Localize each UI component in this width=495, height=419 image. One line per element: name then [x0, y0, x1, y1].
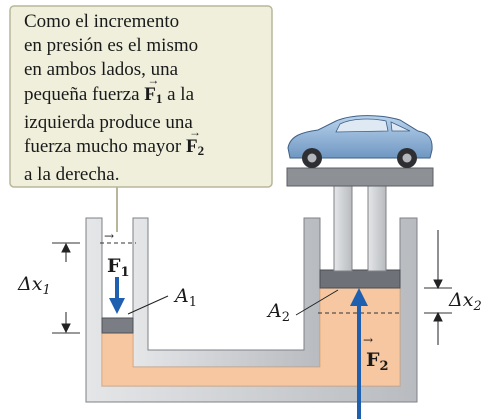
- force2-arrow: [350, 288, 368, 419]
- piston-rod-right: [367, 184, 387, 272]
- area1-leader: [127, 295, 169, 315]
- large-piston: [319, 269, 401, 289]
- delta-x2-dimension: [433, 230, 443, 345]
- large-piston-assembly: [286, 167, 434, 289]
- area2-label: A2: [266, 300, 290, 325]
- delta-x1-dimension: [61, 242, 71, 334]
- callout-line-7: a la derecha.: [24, 164, 120, 186]
- piston-rod-left: [333, 184, 353, 272]
- callout-line-4b: a la: [167, 83, 195, 105]
- car-platform: [286, 167, 434, 187]
- callout-line-5: izquierda produce una: [24, 111, 193, 133]
- svg-text:→: →: [104, 229, 114, 243]
- svg-text:F2: F2: [366, 349, 389, 374]
- vessel-inner-divider: [132, 217, 321, 368]
- area1-label: A1: [173, 285, 197, 310]
- callout-force2-symbol: →F2: [185, 125, 205, 159]
- area2-leader: [295, 289, 339, 316]
- dx1-label: Δx1: [17, 273, 51, 298]
- callout-line-4: pequeña fuerza →F1 a la: [24, 72, 264, 111]
- svg-text:→: →: [363, 333, 373, 347]
- car-icon: [287, 115, 433, 168]
- callout-line-4a: pequeña fuerza: [24, 83, 140, 105]
- callout-line-6: fuerza mucho mayor →F2: [24, 125, 264, 163]
- callout-line-2: en presión es el mismo: [24, 35, 199, 57]
- callout-text: Como el incremento en presión es el mism…: [24, 10, 264, 187]
- force1-arrow: [109, 277, 125, 314]
- callout-box: [9, 5, 273, 188]
- svg-text:F1: F1: [107, 255, 130, 280]
- callout-line-3: en ambos lados, una: [24, 59, 179, 81]
- callout-force1-symbol: →F1: [144, 72, 163, 106]
- small-piston: [101, 317, 134, 334]
- callout-line-6a: fuerza mucho mayor: [24, 136, 182, 158]
- vessel-walls: [85, 217, 418, 403]
- force1-label: → F1: [104, 229, 130, 280]
- force2-label: → F2: [363, 333, 389, 374]
- dx2-label: Δx2: [448, 289, 482, 314]
- callout-line-1: Como el incremento: [24, 11, 180, 32]
